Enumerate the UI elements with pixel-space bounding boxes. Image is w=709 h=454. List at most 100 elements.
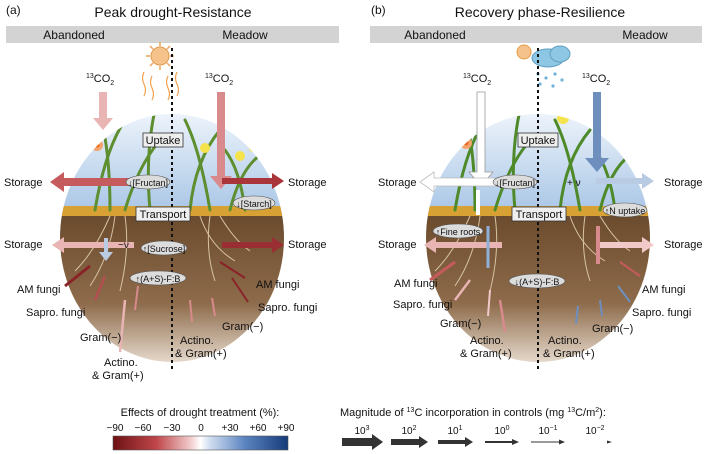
gram-neg-arrow xyxy=(134,285,139,311)
am-fungi-label: AM fungi xyxy=(17,284,60,296)
co2-right-label: 13CO2 xyxy=(205,73,233,87)
magnitude-label: 102 xyxy=(401,425,416,437)
gram-pos-label: & Gram(+) xyxy=(543,348,595,360)
tick-label: 0 xyxy=(198,423,204,434)
co2-uptake-arrow-right xyxy=(585,92,609,172)
gram-neg-arrow xyxy=(599,299,603,317)
tick-label: +30 xyxy=(222,423,239,434)
storage-arrow xyxy=(52,237,134,253)
magnitude-arrow xyxy=(578,440,612,444)
uptake-label: Uptake xyxy=(146,135,181,147)
magnitude-arrow xyxy=(438,437,473,447)
fructan-badge: ↓[Fructan] xyxy=(128,178,168,188)
am-fungi-arrow xyxy=(429,260,456,282)
storage-arrow xyxy=(596,173,654,189)
magnitude-label: 100 xyxy=(494,425,509,437)
actino-arrow xyxy=(498,299,507,333)
co2-left-label: 13CO2 xyxy=(463,73,491,87)
am-fungi-label: AM fungi xyxy=(256,279,299,291)
panel-title: Peak drought-Resistance xyxy=(94,4,251,20)
arrow-legend-title: Magnitude of 13C incorporation in contro… xyxy=(340,407,606,419)
am-fungi-arrow xyxy=(64,264,91,288)
storage-label: Storage xyxy=(4,177,43,189)
magnitude-arrow xyxy=(391,436,428,448)
panel-title: Recovery phase-Resilience xyxy=(455,4,626,20)
storage-label: Storage xyxy=(664,239,703,251)
fb-ratio-badge: ↑(A+S)-F:B xyxy=(136,274,181,284)
actino-arrow xyxy=(189,299,193,323)
actino-label: Actino. xyxy=(548,335,582,347)
color-legend-title: Effects of drought treatment (%): xyxy=(121,407,280,419)
fine-roots-badge: ↑Fine roots xyxy=(436,227,481,237)
wue-symbol: + ν xyxy=(567,178,581,189)
actino-arrow xyxy=(575,305,579,325)
storage-arrow xyxy=(424,237,502,253)
storage-label: Storage xyxy=(378,239,417,251)
storage-label: Storage xyxy=(288,177,327,189)
gram-neg-arrow xyxy=(211,297,216,317)
transport-label: Transport xyxy=(516,209,563,221)
sucrose-badge: ↑[Sucrose] xyxy=(143,244,186,254)
magnitude-arrow xyxy=(531,439,565,445)
panel-b: (b) Recovery phase-Resilience Abandoned … xyxy=(370,3,703,370)
tick-label: +60 xyxy=(250,423,267,434)
gram-neg-arrow xyxy=(487,289,491,317)
uptake-label: Uptake xyxy=(521,135,556,147)
fructan-badge: ↓[Fructan] xyxy=(495,178,535,188)
gram-pos-label: & Gram(+) xyxy=(460,348,512,360)
colorbar xyxy=(112,435,289,451)
starch-badge: ↓[Starch] xyxy=(236,199,272,209)
am-fungi-arrow xyxy=(219,261,246,279)
gram-neg-label: Gram(−) xyxy=(80,332,121,344)
rain-cloud-icon xyxy=(531,45,571,88)
flux-arrows xyxy=(50,92,284,353)
magnitude-arrow xyxy=(485,439,519,445)
storage-label: Storage xyxy=(378,177,417,189)
meadow-label: Meadow xyxy=(222,28,268,42)
storage-arrow xyxy=(222,237,284,253)
actino-label: Actino. xyxy=(180,335,214,347)
storage-label: Storage xyxy=(664,177,703,189)
tick-labels: −90 −60 −30 0 +30 +60 +90 xyxy=(107,423,295,434)
actino-label: Actino. xyxy=(104,357,138,369)
sapro-fungi-arrow xyxy=(93,275,107,301)
co2-left-label: 13CO2 xyxy=(86,73,114,87)
gram-neg-label: Gram(−) xyxy=(222,321,263,333)
sapro-fungi-label: Sapro. fungi xyxy=(393,299,452,311)
storage-arrow xyxy=(596,237,654,253)
storage-label: Storage xyxy=(288,239,327,251)
sapro-fungi-label: Sapro. fungi xyxy=(258,302,317,314)
magnitude-label: 10−2 xyxy=(585,425,604,437)
sun-icon xyxy=(516,44,532,60)
sapro-fungi-label: Sapro. fungi xyxy=(26,307,85,319)
actino-label: Actino. xyxy=(470,335,504,347)
storage-label: Storage xyxy=(4,239,43,251)
storage-arrow xyxy=(50,172,134,192)
storage-arrow xyxy=(222,173,284,189)
magnitude-arrow xyxy=(342,434,383,450)
am-fungi-label: AM fungi xyxy=(394,278,437,290)
gram-pos-label: & Gram(+) xyxy=(175,348,227,360)
transport-arrow xyxy=(99,238,113,261)
wue-symbol: ~ν xyxy=(118,240,129,251)
sun-icon xyxy=(141,42,180,101)
transport-label: Transport xyxy=(140,209,187,221)
arrow-legend: Magnitude of 13C incorporation in contro… xyxy=(340,407,612,450)
am-fungi-label: AM fungi xyxy=(642,284,685,296)
header-bar xyxy=(6,26,339,43)
magnitude-label: 103 xyxy=(354,425,369,437)
abandoned-label: Abandoned xyxy=(404,28,465,42)
panel-a: (a) Peak drought-Resistance Abandoned Me… xyxy=(4,3,339,382)
meadow-label: Meadow xyxy=(622,28,668,42)
abandoned-label: Abandoned xyxy=(43,28,104,42)
root-icon xyxy=(434,215,631,292)
storage-arrow xyxy=(419,171,503,193)
co2-uptake-arrow-left xyxy=(93,92,113,130)
actino-arrow xyxy=(118,299,127,353)
sapro-fungi-arrow xyxy=(231,277,249,303)
gram-pos-label: & Gram(+) xyxy=(92,370,144,382)
gram-neg-label: Gram(−) xyxy=(592,323,633,335)
flux-arrows xyxy=(419,91,654,333)
tick-label: −30 xyxy=(164,423,181,434)
